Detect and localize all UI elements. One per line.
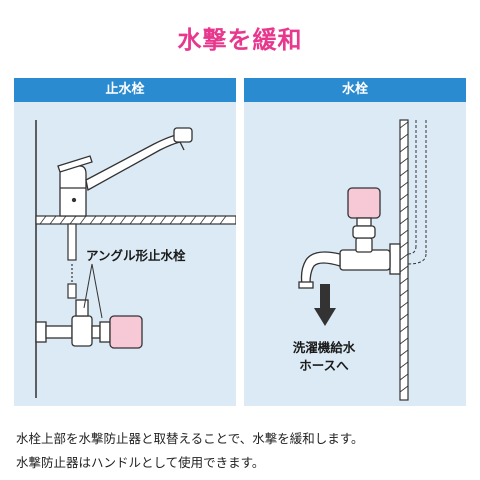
left-panel-angle-stop-valve: 止水栓 bbox=[14, 78, 236, 406]
water-hammer-arrester bbox=[347, 187, 381, 239]
left-panel-header: 止水栓 bbox=[14, 78, 236, 102]
page-title: 水撃を緩和 bbox=[177, 26, 303, 54]
water-hammer-arrester bbox=[109, 315, 143, 349]
right-panel-faucet: 水栓 bbox=[244, 78, 466, 406]
caption-line-1: 水栓上部を水撃防止器と取替えることで、水撃を緩和します。 bbox=[16, 431, 364, 446]
wall-faucet-illustration: 洗濯機給水 ホースへ bbox=[293, 119, 427, 401]
kitchen-faucet bbox=[57, 127, 193, 217]
wall bbox=[399, 119, 427, 401]
angle-stop-valve bbox=[35, 299, 111, 347]
down-arrow bbox=[314, 284, 336, 326]
wall-faucet bbox=[298, 237, 401, 289]
right-panel-header: 水栓 bbox=[244, 78, 466, 102]
countertop bbox=[35, 215, 236, 225]
angle-stop-valve-label: アングル形止水栓 bbox=[86, 248, 186, 263]
angle-stop-valve-illustration: アングル形止水栓 bbox=[35, 120, 236, 398]
caption-line-2: 水撃防止器はハンドルとして使用できます。 bbox=[16, 455, 265, 470]
hose-label-line2: ホースへ bbox=[299, 358, 349, 373]
supply-pipe bbox=[67, 223, 77, 299]
hose-label-line1: 洗濯機給水 bbox=[293, 340, 356, 355]
